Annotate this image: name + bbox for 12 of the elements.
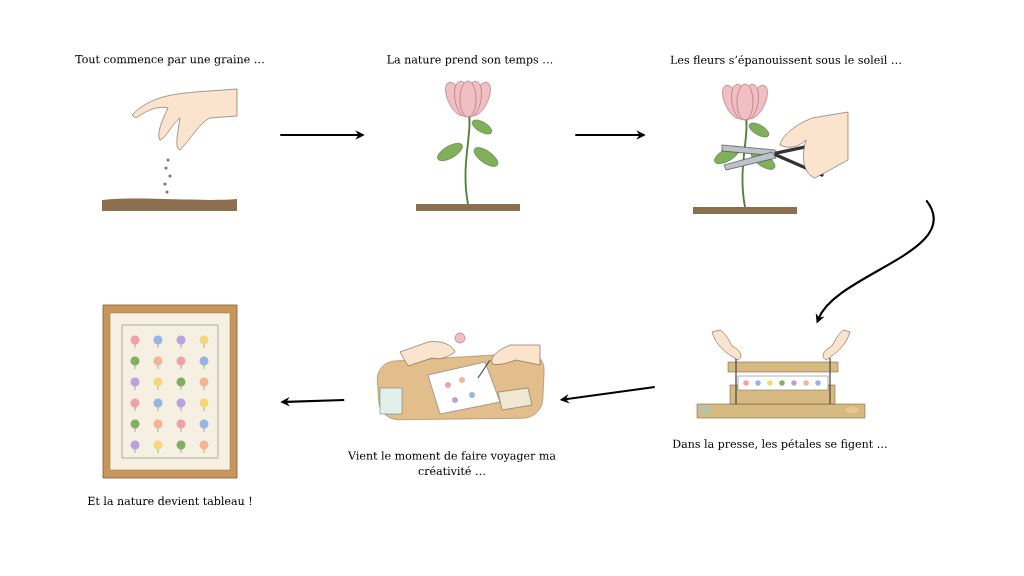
node-label: Les fleurs s’épanouissent sous le soleil … [670, 55, 901, 67]
node-label: La nature prend son temps … [387, 55, 553, 66]
illustrated-step: Vient le moment de faire voyager ma créativité … [347, 332, 556, 476]
illustrated-step: Et la nature devient tableau ! [87, 304, 252, 506]
node-label: Vient le moment de faire voyager ma créativité … [347, 451, 556, 476]
illustrated-step: La nature prend son temps … [387, 55, 553, 211]
illustrated-step: Tout commence par une graine … [75, 55, 264, 211]
node-label: Et la nature devient tableau ! [87, 496, 252, 506]
node-label: Tout commence par une graine … [75, 55, 264, 66]
illustrated-step: Dans la presse, les pétales se figent … [672, 329, 887, 451]
node-label: Dans la presse, les pétales se figent … [672, 438, 887, 451]
illustrated-step: Les fleurs s’épanouissent sous le soleil … [670, 55, 901, 214]
